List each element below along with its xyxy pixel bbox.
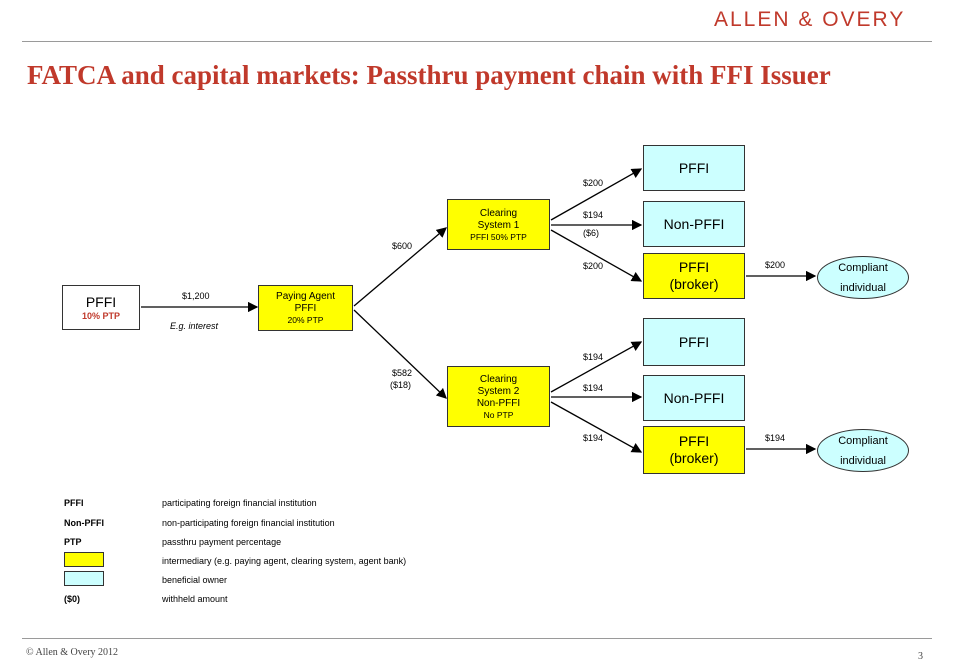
issuer-box: PFFI 10% PTP (62, 285, 140, 330)
amount-pa-to-cs1: $600 (392, 241, 413, 251)
amount-issuer-to-pa: $1,200 (182, 291, 210, 301)
legend-def-pffi: participating foreign financial institut… (162, 498, 317, 508)
cs2-line2: System 2 (477, 385, 520, 397)
amount-cs2-to-b4: $194 (583, 352, 604, 362)
arrow-cs1-to-b3 (550, 229, 643, 282)
amount-pa-to-cs2: $582 (392, 368, 413, 378)
c2-line2: individual (840, 454, 886, 467)
b3-line2: (broker) (669, 276, 719, 292)
cs2-ptp: No PTP (483, 409, 514, 420)
legend-term-withheld: ($0) (64, 594, 81, 604)
issuer-name: PFFI (85, 294, 117, 310)
arrow-pa-to-cs1 (353, 227, 447, 307)
b1-label: PFFI (678, 159, 710, 176)
amount-b3-to-c1: $200 (765, 260, 786, 270)
allen-overy-logo: ALLEN & OVERY (714, 8, 906, 31)
clearing-system-2-box: Clearing System 2 Non-PFFI No PTP (447, 366, 550, 427)
arrow-cs1-to-b1 (550, 168, 643, 221)
withheld-pa-to-cs2: ($18) (390, 380, 412, 390)
amount-cs2-to-b6: $194 (583, 433, 604, 443)
broker-pffi-2: PFFI (broker) (643, 426, 745, 474)
paying-agent-line2: PFFI (294, 303, 317, 314)
amount-cs1-to-b2: $194 (583, 210, 604, 220)
beneficial-pffi-2: PFFI (643, 318, 745, 366)
copyright: © Allen & Overy 2012 (26, 647, 119, 658)
beneficial-non-pffi-2: Non-PFFI (643, 375, 745, 421)
page-title: FATCA and capital markets: Passthru paym… (27, 60, 831, 90)
legend-def-withheld: withheld amount (162, 594, 228, 604)
legend-def-beneficial-owner: beneficial owner (162, 575, 228, 585)
amount-cs2-to-b5: $194 (583, 383, 604, 393)
legend-swatch-intermediary (64, 552, 104, 567)
broker-pffi-1: PFFI (broker) (643, 253, 745, 299)
legend-def-ptp: passthru payment percentage (162, 537, 282, 547)
legend-term-ptp: PTP (64, 537, 82, 547)
amount-eg-interest: E.g. interest (170, 321, 219, 331)
legend-term-non-pffi: Non-PFFI (64, 518, 104, 528)
beneficial-pffi-1: PFFI (643, 145, 745, 191)
page-number: 3 (918, 651, 923, 662)
c2-line1: Compliant (838, 434, 888, 447)
b4-label: PFFI (678, 333, 710, 350)
clearing-system-1-box: Clearing System 1 PFFI 50% PTP (447, 199, 550, 250)
amount-b6-to-c2: $194 (765, 433, 786, 443)
b6-line2: (broker) (669, 450, 719, 466)
beneficial-non-pffi-1: Non-PFFI (643, 201, 745, 247)
legend-def-intermediary: intermediary (e.g. paying agent, clearin… (162, 556, 407, 566)
c1-line2: individual (840, 281, 886, 294)
cs1-ptp: PFFI 50% PTP (470, 231, 527, 242)
b6-line1: PFFI (678, 433, 710, 449)
compliant-individual-2: Compliant individual (817, 429, 909, 472)
cs2-line3: Non-PFFI (476, 397, 521, 409)
paying-agent-ptp: 20% PTP (287, 315, 324, 325)
footer-rule (22, 638, 932, 639)
arrow-cs2-to-b4 (550, 341, 643, 393)
arrow-cs2-to-b6 (550, 401, 643, 453)
paying-agent-box: Paying Agent PFFI 20% PTP (258, 285, 353, 331)
cs1-line1: Clearing (479, 207, 518, 219)
b2-label: Non-PFFI (663, 215, 725, 232)
compliant-individual-1: Compliant individual (817, 256, 909, 299)
b3-line1: PFFI (678, 259, 710, 275)
amount-cs1-to-b1: $200 (583, 178, 604, 188)
c1-line1: Compliant (838, 261, 888, 274)
cs1-line2: System 1 (477, 219, 520, 231)
withheld-cs1-to-b2: ($6) (583, 228, 600, 238)
legend-def-non-pffi: non-participating foreign financial inst… (162, 518, 335, 528)
b5-label: Non-PFFI (663, 389, 725, 406)
header-rule (22, 41, 932, 42)
amount-cs1-to-b3: $200 (583, 261, 604, 271)
arrow-pa-to-cs2 (353, 309, 447, 399)
legend-term-pffi: PFFI (64, 498, 84, 508)
legend-swatch-beneficial-owner (64, 571, 104, 586)
paying-agent-line1: Paying Agent (276, 291, 335, 302)
cs2-line1: Clearing (479, 373, 518, 385)
issuer-ptp: 10% PTP (81, 311, 121, 321)
